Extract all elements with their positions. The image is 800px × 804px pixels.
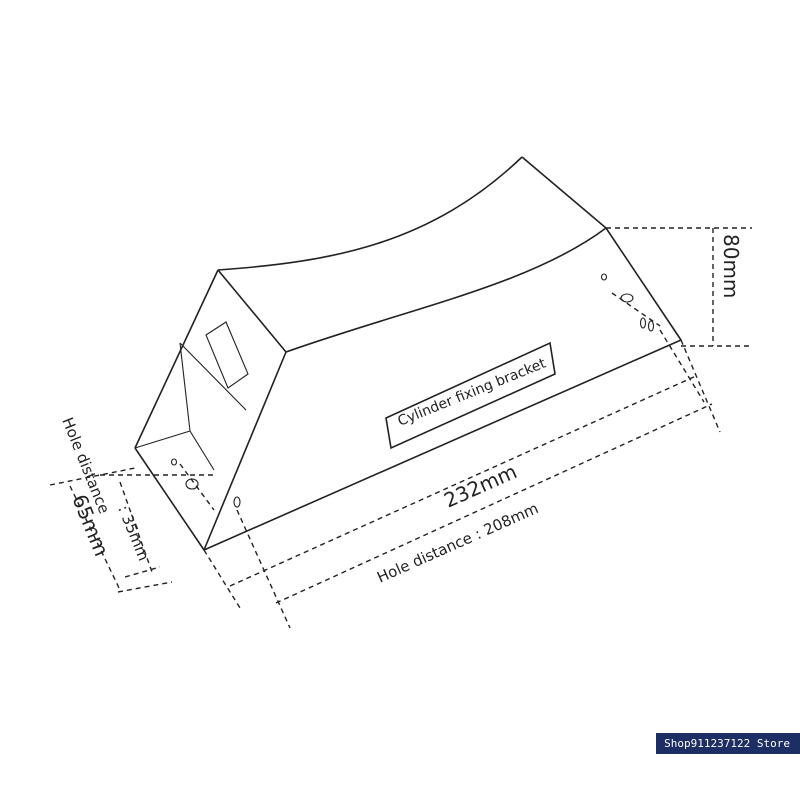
label-badge-outline — [385, 341, 556, 450]
store-watermark: Shop911237122 Store — [656, 733, 800, 754]
left-oval-hole — [185, 478, 199, 490]
width-hole-ext-bottom — [124, 566, 161, 578]
saddle-front-curve — [285, 227, 607, 353]
length-dimensions: 232mm Hole distance : 208mm — [203, 329, 721, 629]
width-dim-line — [69, 485, 121, 591]
left-base-edge — [134, 447, 205, 551]
hole-centerlines — [179, 292, 661, 511]
right-top-edge — [521, 156, 607, 229]
width-ext-top — [49, 467, 136, 486]
store-name: Shop911237122 Store — [664, 737, 790, 750]
product-label: Cylinder fixing bracket — [396, 355, 549, 429]
width-dimensions: Hole distance : 35mm 65mm — [49, 415, 214, 593]
left-top-edge — [217, 269, 287, 353]
right-end-edge — [605, 227, 682, 341]
height-label: 80mm — [719, 234, 743, 298]
width-hole-distance-value: : 35mm — [114, 503, 152, 564]
width-hole-dim-line — [119, 481, 153, 573]
right-slot-hole-b — [647, 320, 655, 332]
back-slope-edge — [134, 269, 219, 449]
mounting-holes — [170, 273, 655, 508]
inner-edge-c — [134, 430, 191, 449]
length-label: 232mm — [440, 459, 520, 512]
saddle-top-curve — [217, 156, 523, 271]
hole-distance-length-label: Hole distance : 208mm — [374, 499, 541, 586]
hole-length-ext-left — [236, 509, 291, 629]
height-dimension: 80mm — [606, 227, 752, 347]
inner-edge-d — [189, 430, 215, 471]
inner-edge-a — [179, 342, 191, 432]
left-centerline — [179, 463, 215, 511]
length-ext-right — [680, 339, 721, 433]
bracket-body — [134, 156, 682, 551]
right-centerline — [611, 292, 661, 327]
width-ext-bottom — [117, 581, 173, 593]
length-ext-left — [203, 549, 241, 609]
front-bottom-edge — [203, 339, 682, 551]
hole-length-dim-line — [275, 403, 713, 604]
left-small-hole — [170, 458, 178, 466]
side-slot — [205, 321, 249, 389]
right-oval-hole — [620, 293, 634, 303]
inner-edge-b — [179, 342, 247, 411]
right-small-hole — [600, 273, 608, 281]
front-hole — [233, 496, 241, 508]
length-dim-line — [229, 375, 697, 587]
right-slot-hole-a — [639, 317, 647, 329]
front-slope-edge — [203, 351, 287, 551]
